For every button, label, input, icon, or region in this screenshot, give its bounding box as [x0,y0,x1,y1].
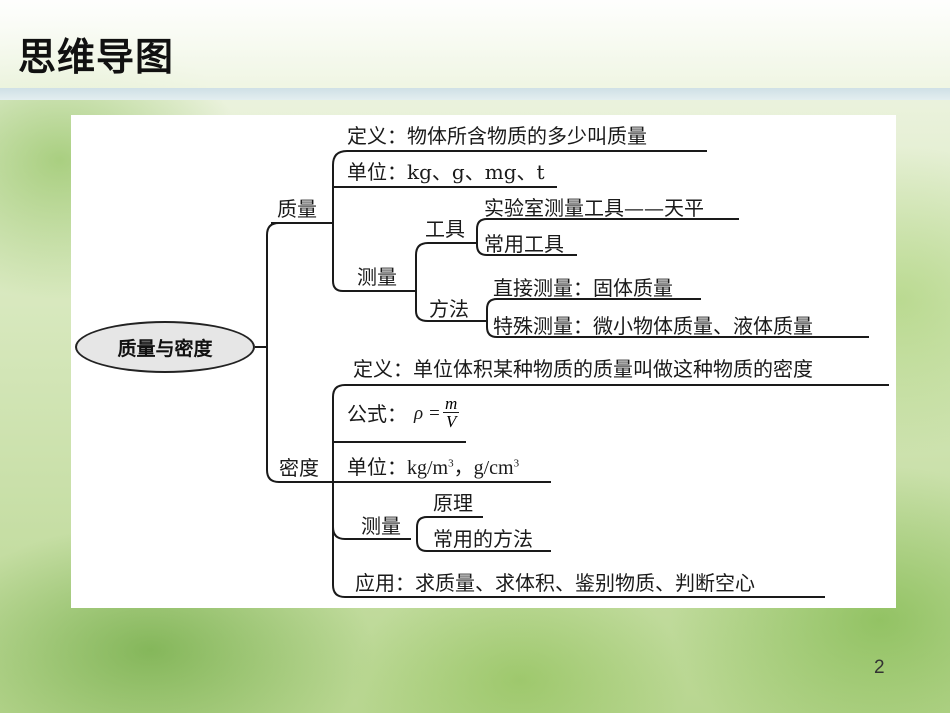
density-measure-label: 测量 [361,514,401,538]
density-measure-item-1: 原理 [433,491,473,515]
methods-label: 方法 [429,297,469,321]
density-definition: 定义：单位体积某种物质的质量叫做这种物质的密度 [353,357,813,381]
density-unit-1: kg/m [407,457,449,479]
density-unit-2-exp: 3 [513,457,520,470]
density-application-line [332,527,825,598]
title-bar: 思维导图 [0,0,950,88]
density-unit-sep: ， [453,455,474,479]
density-formula-prefix: 公式： [347,402,407,426]
density-label: 密度 [279,456,319,480]
mass-label: 质量 [277,197,317,221]
method-item-1-line [486,298,701,321]
density-measure-item-1-line [416,516,483,539]
root-node-label: 质量与密度 [117,337,213,360]
branch-density-connector [266,347,333,483]
tool-item-1-line [476,218,739,243]
density-definition-line [332,384,889,482]
mass-definition-line [332,150,707,223]
mind-map-panel: 质量与密度 质量 定义：物体所含物质的多少叫质量 单位：kg、g、mg、t 测量… [71,115,896,608]
tool-item-1: 实验室测量工具——天平 [484,196,704,220]
formula-denominator: V [445,412,457,431]
density-measure-item-2: 常用的方法 [433,527,533,551]
tools-label: 工具 [425,217,465,241]
formula-numerator: m [443,394,460,413]
method-item-2-line [486,321,869,338]
page-title: 思维导图 [18,35,175,79]
tools-connector [415,242,477,291]
density-unit-prefix: 单位： [347,455,407,479]
tool-item-2-line [476,243,577,256]
density-formula-fraction: m V [443,394,460,431]
mind-map-connectors [255,150,889,598]
mass-measure-connector [332,223,411,292]
mass-definition: 定义：物体所含物质的多少叫质量 [347,124,647,148]
density-application: 应用：求质量、求体积、鉴别物质、判断空心 [355,571,755,595]
density-unit-1-exp: 3 [448,457,454,470]
root-node: 质量与密度 [75,321,255,373]
methods-connector [415,291,487,322]
density-unit-2: g/cm [473,457,514,479]
density-unit: 单位：kg/m3，g/cm3 [347,455,519,480]
mass-measure-label: 测量 [357,265,397,289]
page-number: 2 [874,657,885,678]
mass-unit: 单位：kg、g、mg、t [347,160,545,184]
title-divider [0,88,950,100]
method-item-2: 特殊测量：微小物体质量、液体质量 [493,314,813,338]
method-item-1: 直接测量：固体质量 [493,276,673,300]
density-formula-lhs: ρ = [414,403,441,424]
density-measure-item-2-line [416,539,551,552]
tool-item-2: 常用工具 [484,232,564,256]
branch-mass-connector [266,222,333,347]
